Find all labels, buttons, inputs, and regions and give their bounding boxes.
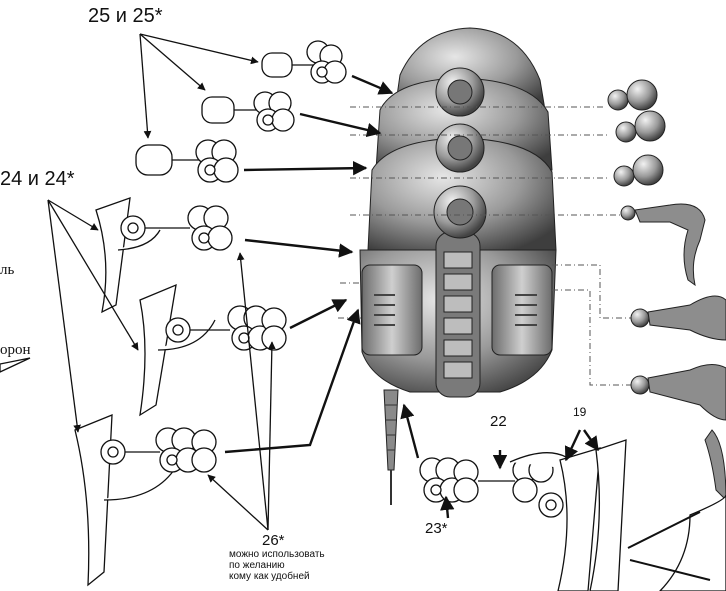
- assembled-legs: [621, 204, 726, 500]
- label-23: 23*: [425, 520, 448, 537]
- part-24-b: [140, 285, 286, 415]
- note-line-1: можно использовать: [229, 549, 325, 560]
- part-25-b: [202, 92, 294, 131]
- part-25-c: [136, 140, 238, 182]
- label-22: 22: [490, 413, 507, 430]
- main-body: [360, 28, 556, 505]
- note-line-2: по желанию: [229, 560, 285, 571]
- cut-text-1: ль: [0, 262, 14, 279]
- label-19: 19: [573, 407, 586, 418]
- part-24-c: [75, 415, 216, 585]
- note-line-3: кому как удобней: [229, 571, 310, 582]
- label-24: 24 и 24*: [0, 168, 75, 191]
- part-25-a: [262, 41, 346, 83]
- part-19: [558, 440, 626, 591]
- cut-text-2: орон: [0, 342, 31, 359]
- ball-joints: [608, 80, 665, 186]
- label-26: 26*: [262, 532, 285, 549]
- label-25: 25 и 25*: [88, 5, 163, 28]
